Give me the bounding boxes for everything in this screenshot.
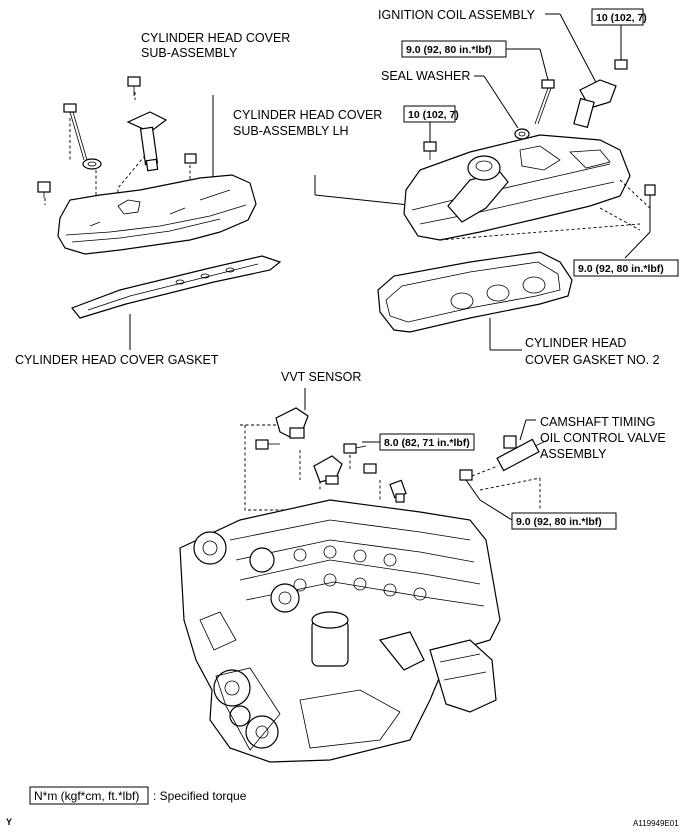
nut-icon (644, 184, 656, 196)
engine-assembly (179, 499, 501, 763)
label-cylinder-head-cover-lh-2: SUB-ASSEMBLY LH (233, 124, 349, 138)
cylinder-head-cover-lh (314, 134, 653, 241)
legend-text: : Specified torque (153, 789, 247, 803)
bolt-small-icon (255, 439, 280, 450)
vvt-sensor-icon (275, 407, 309, 439)
torque-ocv-bolt: 9.0 (92, 80 in.*lbf) (516, 516, 602, 528)
label-cylinder-head-cover-lh-1: CYLINDER HEAD COVER (233, 108, 382, 122)
torque-box-ocv-bolt: 9.0 (92, 80 in.*lbf) (511, 512, 617, 530)
label-ignition-coil-assembly: IGNITION COIL ASSEMBLY (378, 8, 536, 22)
torque-coil-bolt: 10 (102, 7) (596, 12, 647, 24)
seal-washer-icon (514, 128, 530, 140)
torque-box-coil-bolt: 10 (102, 7) (591, 8, 647, 26)
cylinder-head-cover-rh-group (37, 76, 257, 255)
torque-box-cover-nut: 9.0 (92, 80 in.*lbf) (573, 259, 679, 277)
bolt-small-icon (37, 181, 51, 198)
cylinder-head-cover-gasket-no2 (377, 251, 573, 333)
label-ocv-1: CAMSHAFT TIMING (540, 415, 656, 429)
label-cylinder-head-cover-gasket: CYLINDER HEAD COVER GASKET (15, 353, 219, 367)
torque-coil-bolt-lh: 9.0 (92, 80 in.*lbf) (406, 44, 492, 56)
cylinder-head-cover-rh (57, 174, 257, 255)
figure-code: A119949E01 (633, 819, 679, 828)
bolt-small-icon (423, 141, 437, 160)
torque-cover-nut: 9.0 (92, 80 in.*lbf) (578, 263, 664, 275)
torque-cover-lh-bolt: 10 (102, 7) (408, 109, 459, 121)
bolt-small-icon (363, 463, 377, 474)
label-cylinder-head-cover-gasket-no2-1: CYLINDER HEAD (525, 336, 626, 350)
label-cylinder-head-cover-rh-2: SUB-ASSEMBLY (141, 46, 238, 60)
bolt-small-icon (459, 469, 473, 481)
torque-vvt-bolt: 8.0 (82, 71 in.*lbf) (384, 437, 470, 449)
label-ocv-2: OIL CONTROL VALVE (540, 431, 666, 445)
label-cylinder-head-cover-rh-1: CYLINDER HEAD COVER (141, 31, 290, 45)
washer-icon (82, 158, 102, 170)
cylinder-head-cover-gasket (71, 255, 282, 319)
label-vvt-sensor: VVT SENSOR (281, 370, 361, 384)
label-seal-washer: SEAL WASHER (381, 69, 470, 83)
ignition-coil-lh-icon (573, 79, 617, 129)
bolt-small-icon (184, 153, 197, 164)
vvt-sensor-icon (313, 455, 343, 485)
oil-control-valve-icon (496, 435, 549, 472)
legend-unit: N*m (kgf*cm, ft.*lbf) (34, 789, 139, 803)
torque-box-coil-bolt-lh: 9.0 (92, 80 in.*lbf) (401, 40, 507, 58)
bolt-small-icon (127, 76, 141, 96)
bolt-small-icon (343, 443, 367, 454)
torque-box-vvt-bolt: 8.0 (82, 71 in.*lbf) (379, 433, 475, 451)
bolt-small-icon (614, 59, 628, 70)
legend: N*m (kgf*cm, ft.*lbf) : Specified torque (29, 786, 247, 805)
torque-box-cover-lh-bolt: 10 (102, 7) (403, 105, 459, 123)
label-cylinder-head-cover-gasket-no2-2: COVER GASKET NO. 2 (525, 353, 660, 367)
footer-left: Y (6, 817, 12, 827)
bolt-long-icon (534, 79, 555, 125)
vvt-sensor-icon (389, 479, 407, 503)
ignition-coil-rh-icon (126, 111, 168, 172)
bolt-long-icon (63, 103, 88, 161)
label-ocv-3: ASSEMBLY (540, 447, 607, 461)
